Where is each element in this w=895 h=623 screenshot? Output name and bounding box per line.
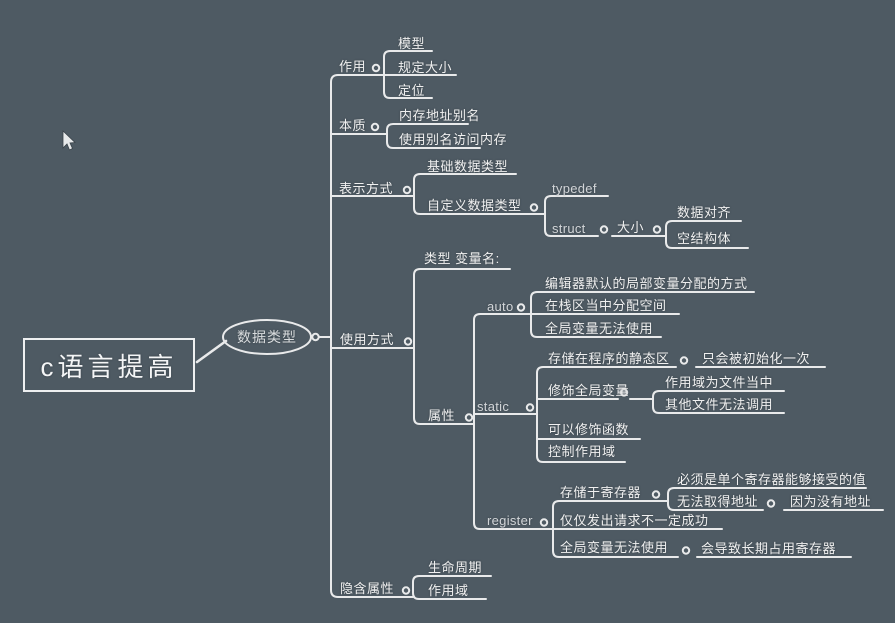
node-reg-no-global[interactable]: 全局变量无法使用 xyxy=(560,540,669,555)
node-empty-struct[interactable]: 空结构体 xyxy=(677,231,732,246)
collapse-dot-modify-global[interactable] xyxy=(619,388,629,397)
collapse-dot-essence[interactable] xyxy=(370,122,380,132)
node-data-align[interactable]: 数据对齐 xyxy=(677,205,732,220)
node-attributes[interactable]: 属性 xyxy=(428,408,456,423)
node-auto-no-global[interactable]: 全局变量无法使用 xyxy=(545,321,654,336)
bracket-role xyxy=(383,50,433,99)
root-topic-label: c语言提高 xyxy=(40,351,178,382)
collapse-dot-reg-storage[interactable] xyxy=(651,490,661,499)
node-alias-access[interactable]: 使用别名访问内存 xyxy=(399,132,508,147)
collapse-dot-auto[interactable] xyxy=(516,303,526,312)
collapse-dot-usage[interactable] xyxy=(403,337,413,346)
collapse-dot-implicit[interactable] xyxy=(401,586,411,595)
node-static-global[interactable]: 修饰全局变量 xyxy=(548,383,630,398)
node-reg-occupy[interactable]: 会导致长期占用寄存器 xyxy=(701,541,837,556)
bracket-attributes xyxy=(473,313,536,530)
collapse-dot-role[interactable] xyxy=(371,63,381,73)
node-lifetime[interactable]: 生命周期 xyxy=(428,560,483,575)
node-size[interactable]: 大小 xyxy=(617,220,645,235)
node-static-area[interactable]: 存储在程序的静态区 xyxy=(548,351,670,366)
node-representation[interactable]: 表示方式 xyxy=(339,181,394,196)
node-declaration[interactable]: 类型 变量名: xyxy=(424,251,500,266)
node-positioning[interactable]: 定位 xyxy=(398,83,426,98)
node-register[interactable]: register xyxy=(487,513,533,528)
collapse-dot-no-address[interactable] xyxy=(766,499,776,508)
node-auto-default[interactable]: 编辑器默认的局部变量分配的方式 xyxy=(545,276,748,291)
bracket-size xyxy=(665,220,749,249)
bracket-static xyxy=(536,366,677,463)
node-request-may-fail[interactable]: 仅仅发出请求不一定成功 xyxy=(560,513,709,528)
node-auto-stack[interactable]: 在栈区当中分配空间 xyxy=(545,298,667,313)
trunk xyxy=(330,74,457,598)
node-reg-storage[interactable]: 存储于寄存器 xyxy=(560,485,642,500)
edge-root-topic xyxy=(195,339,228,364)
node-essence[interactable]: 本质 xyxy=(339,118,367,133)
node-typedef[interactable]: typedef xyxy=(552,181,597,196)
node-usage[interactable]: 使用方式 xyxy=(340,332,395,347)
node-reg-value-limit[interactable]: 必须是单个寄存器能够接受的值 xyxy=(677,472,867,487)
node-no-address-reason[interactable]: 因为没有地址 xyxy=(790,494,872,509)
node-scope-control[interactable]: 控制作用域 xyxy=(548,444,616,459)
node-no-address[interactable]: 无法取得地址 xyxy=(677,494,759,509)
bracket-auto xyxy=(530,291,755,338)
node-init-once[interactable]: 只会被初始化一次 xyxy=(702,351,811,366)
collapse-dot-register[interactable] xyxy=(539,518,549,527)
node-model[interactable]: 模型 xyxy=(398,36,426,51)
collapse-dot-static-area[interactable] xyxy=(679,356,689,365)
root-topic[interactable]: c语言提高 xyxy=(23,338,195,392)
node-static-func[interactable]: 可以修饰函数 xyxy=(548,422,630,437)
collapse-dot-static[interactable] xyxy=(525,403,535,412)
node-no-other-file[interactable]: 其他文件无法调用 xyxy=(665,397,774,412)
bracket-reg-storage xyxy=(667,487,867,511)
node-file-scope[interactable]: 作用域为文件当中 xyxy=(665,375,774,390)
bracket-representation xyxy=(413,173,529,215)
bracket-implicit xyxy=(412,575,492,600)
node-memory-alias[interactable]: 内存地址别名 xyxy=(399,108,481,123)
central-topic-ellipse[interactable] xyxy=(222,319,312,355)
central-topic-data-types[interactable]: 数据类型 xyxy=(237,329,297,345)
node-custom-types[interactable]: 自定义数据类型 xyxy=(427,198,522,213)
mouse-cursor-icon xyxy=(62,130,76,151)
collapse-dot-size[interactable] xyxy=(652,225,662,234)
collapse-dot-representation[interactable] xyxy=(402,185,412,195)
node-basic-types[interactable]: 基础数据类型 xyxy=(427,159,509,174)
collapse-dot-topic[interactable] xyxy=(311,332,320,342)
bracket-custom-types xyxy=(544,195,609,237)
node-static[interactable]: static xyxy=(477,399,510,414)
bracket-usage xyxy=(413,268,511,425)
collapse-dot-struct[interactable] xyxy=(599,225,609,234)
node-scope[interactable]: 作用域 xyxy=(428,583,469,598)
node-struct[interactable]: struct xyxy=(552,221,586,236)
node-size-rule[interactable]: 规定大小 xyxy=(398,60,453,75)
collapse-dot-attributes[interactable] xyxy=(464,413,474,422)
bracket-register xyxy=(552,500,679,558)
bracket-essence xyxy=(386,123,481,149)
node-role[interactable]: 作用 xyxy=(339,59,367,74)
collapse-dot-custom-types[interactable] xyxy=(529,203,539,212)
node-implicit[interactable]: 隐含属性 xyxy=(340,581,395,596)
node-auto[interactable]: auto xyxy=(487,299,514,314)
collapse-dot-reg-no-global[interactable] xyxy=(681,546,691,555)
bracket-modify-global xyxy=(652,390,785,414)
